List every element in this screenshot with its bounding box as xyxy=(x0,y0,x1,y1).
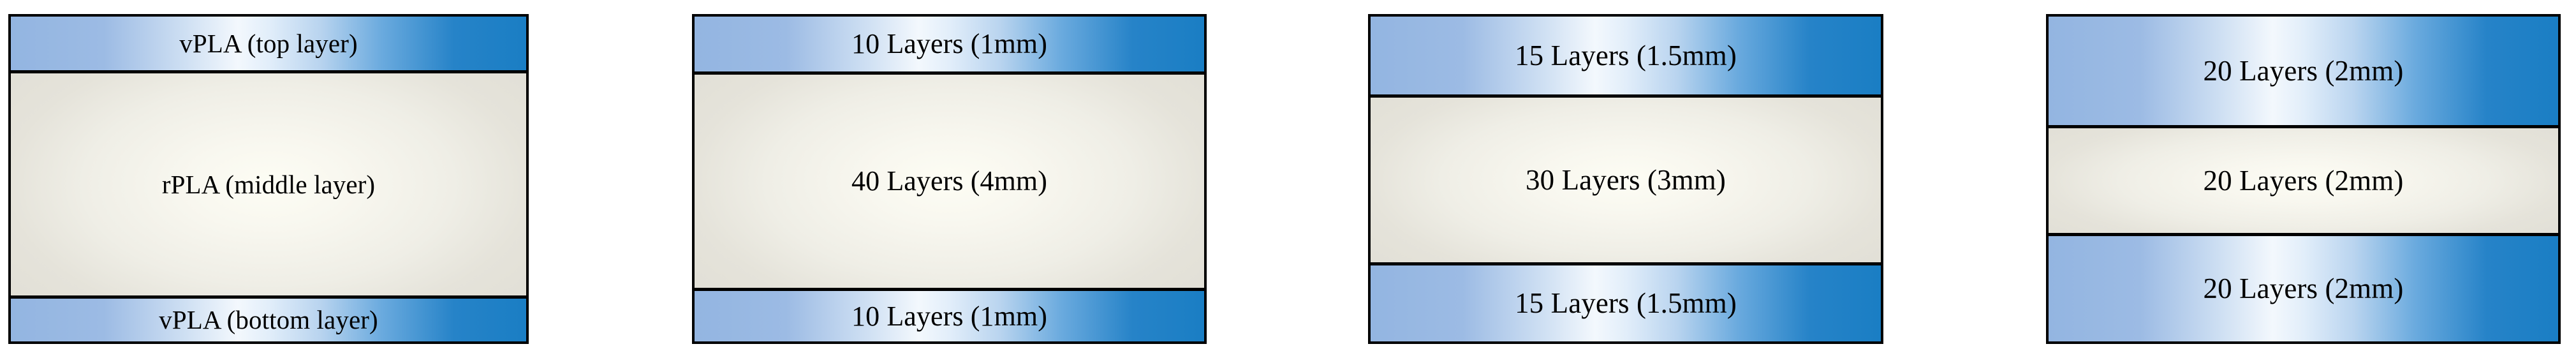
layer-core-4: 20 Layers (2mm) xyxy=(2049,125,2558,233)
layer-label: vPLA (top layer) xyxy=(179,28,358,58)
layer-label: rPLA (middle layer) xyxy=(161,169,376,199)
layer-core-2: 40 Layers (4mm) xyxy=(695,71,1204,288)
layer-core-1: rPLA (middle layer) xyxy=(11,70,526,295)
layer-top-skin-1: vPLA (top layer) xyxy=(11,17,526,70)
layer-bottom-skin-1: vPLA (bottom layer) xyxy=(11,295,526,341)
layer-bottom-skin-4: 20 Layers (2mm) xyxy=(2049,233,2558,341)
layer-bottom-skin-3: 15 Layers (1.5mm) xyxy=(1371,262,1881,341)
specimen-diagram-4: 20 Layers (2mm) 20 Layers (2mm) 20 Layer… xyxy=(2046,14,2561,344)
specimen-diagram-1: vPLA (top layer) rPLA (middle layer) vPL… xyxy=(8,14,529,344)
layer-label: 20 Layers (2mm) xyxy=(2203,272,2404,304)
layer-label: vPLA (bottom layer) xyxy=(159,305,378,334)
specimen-diagram-2: 10 Layers (1mm) 40 Layers (4mm) 10 Layer… xyxy=(692,14,1207,344)
layer-label: 10 Layers (1mm) xyxy=(851,28,1047,59)
layer-label: 15 Layers (1.5mm) xyxy=(1515,287,1737,319)
layer-top-skin-3: 15 Layers (1.5mm) xyxy=(1371,17,1881,94)
layer-core-3: 30 Layers (3mm) xyxy=(1371,94,1881,262)
layer-label: 20 Layers (2mm) xyxy=(2203,54,2404,87)
layer-label: 10 Layers (1mm) xyxy=(851,300,1047,332)
layer-top-skin-2: 10 Layers (1mm) xyxy=(695,17,1204,71)
layer-label: 40 Layers (4mm) xyxy=(851,165,1047,197)
layer-label: 20 Layers (2mm) xyxy=(2203,164,2404,197)
specimen-diagram-3: 15 Layers (1.5mm) 30 Layers (3mm) 15 Lay… xyxy=(1368,14,1883,344)
layer-label: 15 Layers (1.5mm) xyxy=(1515,39,1737,71)
layer-top-skin-4: 20 Layers (2mm) xyxy=(2049,17,2558,125)
layer-bottom-skin-2: 10 Layers (1mm) xyxy=(695,288,1204,341)
layer-label: 30 Layers (3mm) xyxy=(1526,163,1726,196)
